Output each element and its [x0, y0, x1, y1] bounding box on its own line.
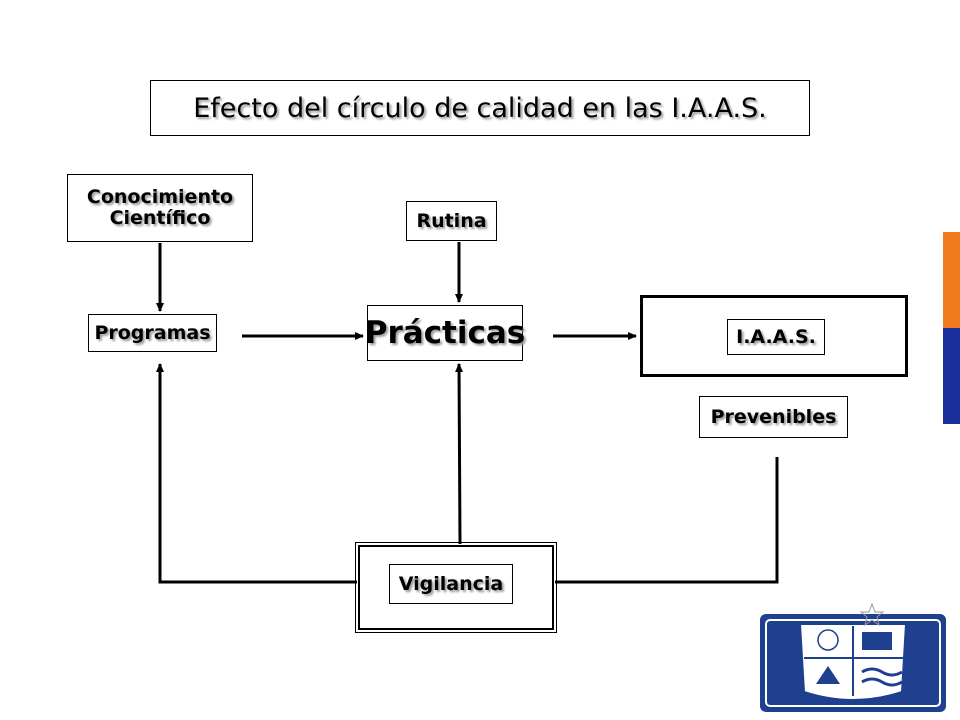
diagram-title: Efecto del círculo de calidad en las I.A…: [150, 80, 810, 136]
node-iaas: I.A.A.S.: [727, 319, 825, 355]
diagram-title-text: Efecto del círculo de calidad en las I.A…: [193, 92, 767, 124]
node-practicas-label: Prácticas: [364, 314, 526, 351]
node-vigilancia-label: Vigilancia: [398, 572, 504, 595]
connector-prevenibles-vigilancia: [555, 457, 779, 584]
node-rutina-label: Rutina: [416, 209, 487, 232]
node-conocimiento-line2: Científico: [109, 207, 211, 229]
node-conocimiento-line1: Conocimiento: [86, 186, 234, 209]
node-prevenibles-label: Prevenibles: [710, 405, 837, 428]
node-programas-label: Programas: [94, 321, 211, 344]
node-rutina: Rutina: [406, 201, 497, 241]
arrow-vigilancia-programas: [156, 363, 357, 584]
node-programas: Programas: [88, 314, 217, 352]
node-conocimiento-cientifico: Conocimiento Científico: [67, 174, 253, 242]
node-practicas: Prácticas: [364, 305, 526, 361]
node-vigilancia: Vigilancia: [389, 564, 513, 604]
accent-bar-blue: [943, 328, 960, 424]
accent-bar-orange: [943, 232, 960, 328]
arrow-vigilancia-practicas: [455, 363, 464, 545]
node-iaas-label: I.A.A.S.: [736, 325, 816, 348]
university-seal-icon: [752, 600, 952, 715]
node-prevenibles: Prevenibles: [699, 396, 848, 438]
